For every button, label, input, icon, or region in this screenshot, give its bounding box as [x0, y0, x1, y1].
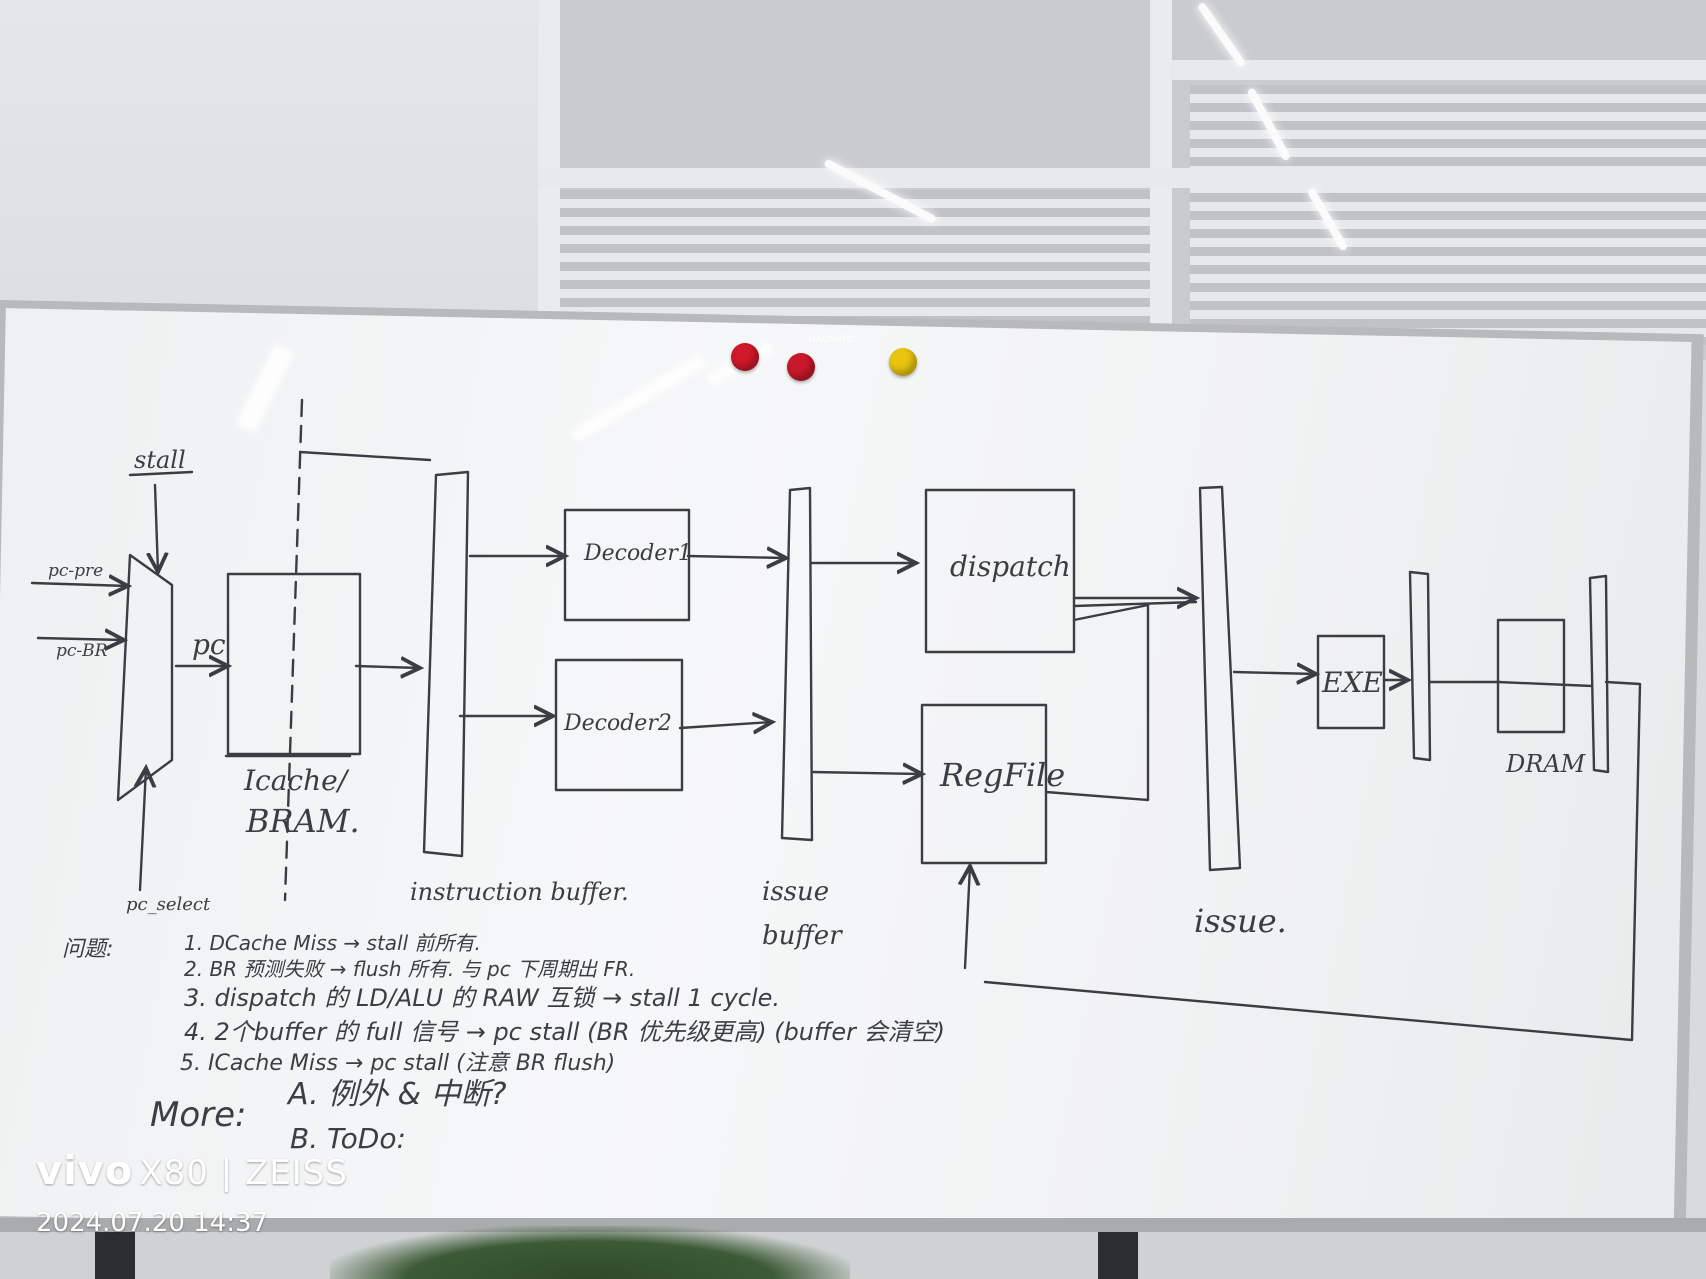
decoder1-box: [563, 508, 691, 622]
notes-heading: 问题:: [62, 937, 113, 962]
stand-leg: [95, 1232, 135, 1279]
issue-buffer-label: issue: [762, 877, 829, 907]
pc-pre-arrow: [30, 583, 128, 586]
pc-label: pc: [192, 628, 226, 661]
exe-box: [1316, 634, 1386, 730]
plant: [330, 1226, 850, 1279]
wall: [0, 0, 540, 330]
note-item: 1. DCache Miss → stall 前所有.: [184, 931, 481, 955]
board-brand: MAGNETIC: [808, 335, 856, 345]
stall-underline: [128, 470, 194, 477]
regfile-box: [920, 703, 1048, 865]
note-item: 5. ICache Miss → pc stall (注意 BR flush): [180, 1051, 615, 1076]
more-item: B. ToDo:: [290, 1122, 406, 1155]
exe-label: EXE: [1321, 666, 1383, 699]
note-item: 3. dispatch 的 LD/ALU 的 RAW 互锁 → stall 1 …: [184, 984, 780, 1012]
stall-arrow: [155, 483, 158, 572]
note-item: 2. BR 预测失败 → flush 所有. 与 pc 下周期出 FR.: [184, 957, 635, 981]
red-magnet-icon: [787, 353, 815, 381]
blinds-left: [560, 190, 1150, 330]
floor: [0, 1232, 1706, 1279]
instruction-buffer-label: instruction buffer.: [410, 878, 629, 906]
note-item: 4. 2个buffer 的 full 信号 → pc stall (BR 优先级…: [184, 1018, 945, 1046]
pc-br-label: pc-BR: [56, 641, 108, 661]
window-transom: [538, 168, 1706, 188]
stand-leg: [1098, 1232, 1138, 1279]
icache-box: [226, 572, 362, 756]
dram-box: [1496, 618, 1566, 734]
decoder2-box: [554, 658, 684, 792]
decoder1-label: Decoder1: [583, 541, 692, 566]
issue-buffer: [780, 486, 814, 842]
window-transom: [1170, 60, 1706, 80]
blinds-right: [1190, 85, 1706, 345]
writeback-up-arrow: [965, 866, 970, 970]
instruction-buffer: [422, 470, 470, 858]
pc-select-arrow: [140, 768, 146, 892]
issue-buffer-label-2: buffer: [762, 921, 843, 951]
watermark-brand: vivo: [36, 1148, 134, 1194]
issue-label: issue.: [1194, 902, 1287, 940]
exe-pipe-reg: [1408, 570, 1432, 762]
yellow-magnet-icon: [889, 348, 917, 376]
dispatch-label: dispatch: [950, 550, 1071, 583]
issue-queue: [1198, 485, 1242, 872]
pc-br-arrow: [36, 638, 124, 640]
watermark-model: X80 | ZEISS: [139, 1153, 348, 1193]
more-label: More:: [150, 1095, 247, 1135]
pc-mux: [116, 553, 174, 802]
stall-label: stall: [134, 446, 186, 474]
pc-pre-label: pc-pre: [48, 561, 103, 581]
red-magnet-icon: [731, 343, 759, 371]
dispatch-box: [924, 488, 1076, 654]
bram-label: BRAM.: [245, 802, 360, 840]
pc-select-label: pc_select: [126, 894, 211, 915]
decoder2-label: Decoder2: [563, 711, 672, 736]
icache-label: Icache/: [243, 764, 350, 797]
regfile-label: RegFile: [939, 756, 1065, 794]
dram-label: DRAM: [1505, 750, 1587, 778]
watermark-datetime: 2024.07.20 14:37: [36, 1208, 269, 1238]
icache-to-ibuf-arrow: [354, 666, 420, 668]
stage-dashed-line: [283, 398, 304, 902]
writeback-path: [983, 680, 1642, 1042]
more-item: A. 例外 & 中断?: [286, 1077, 507, 1112]
dram-pipe-reg: [1588, 574, 1610, 774]
